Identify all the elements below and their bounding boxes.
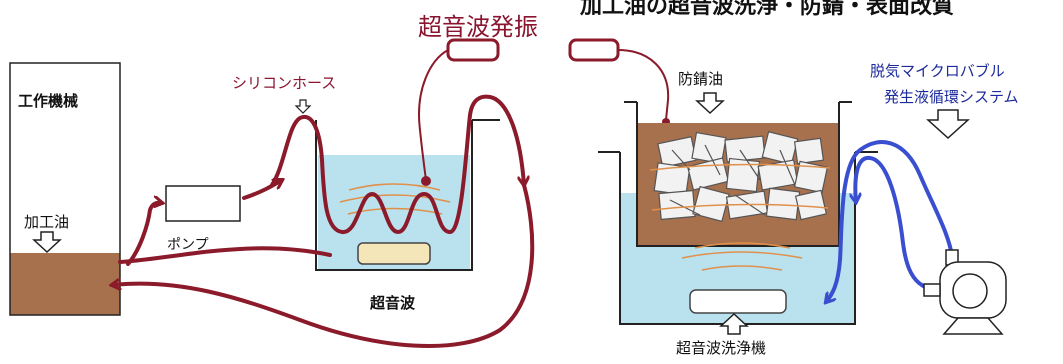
inner-basket-walls [636, 102, 840, 247]
machine-tool [9, 62, 121, 316]
oscillator-cable-right [617, 49, 670, 121]
inner-orange-waves [649, 163, 831, 211]
hose-pump-to-tank [242, 180, 282, 200]
microbubble-label-line1: 脱気マイクロバブル [870, 62, 1005, 80]
pump-box [165, 185, 241, 222]
cleaner-label-arrow-icon [719, 312, 749, 335]
pump-stand [942, 317, 1004, 335]
transducer-block [357, 242, 431, 265]
silicone-hose-label: シリコンホース [232, 74, 337, 92]
oscillator-left [446, 38, 500, 62]
machine-tool-label: 工作機械 [18, 92, 79, 110]
ultrasonic-label: 超音波 [370, 294, 416, 312]
cleaner-transducer [689, 289, 787, 314]
pump-label: ポンプ [167, 237, 209, 253]
processing-oil-label: 加工油 [24, 213, 70, 231]
oscillator-right [568, 38, 620, 62]
silicone-hose [112, 94, 535, 348]
rust-oil-label: 防錆油 [678, 70, 724, 88]
circulation-pump [923, 249, 1007, 335]
hose-bottom-return [112, 183, 535, 348]
blue-loop-inner [855, 156, 942, 292]
hose-machine-to-pump [126, 203, 162, 266]
microbubble-label-line2: 発生液循環システム [884, 88, 1019, 106]
diagram-title-partial: 加工油の超音波洗浄・防錆・表面改質 [580, 0, 955, 19]
ultrasonic-tank [315, 119, 500, 271]
ultrasonic-cleaner [598, 92, 878, 335]
hose-return-to-machine [118, 246, 332, 264]
pump-outlet [923, 283, 941, 297]
machine-tool-oil [10, 253, 120, 315]
hose-into-tank [270, 94, 524, 235]
cleaner-ultrasonic-waves [681, 242, 803, 271]
oscillator-cable-left [418, 49, 449, 181]
rust-oil-arrow-icon [695, 92, 725, 115]
silicone-hose-arrow-icon [294, 99, 312, 114]
ultrasonic-vibration-label: 超音波発振 [418, 13, 538, 41]
processing-oil-arrow-icon [32, 231, 62, 254]
blue-loop-outer [826, 140, 955, 302]
microbubble-arrow-icon [926, 109, 970, 140]
transducer-probe-dot [421, 176, 431, 186]
pump-motor-face [952, 273, 988, 309]
microbubble-circulation [826, 140, 955, 302]
tank-walls [315, 120, 473, 271]
machine-tool-body [9, 62, 121, 316]
ultrasonic-cleaner-label: 超音波洗浄機 [676, 339, 767, 357]
